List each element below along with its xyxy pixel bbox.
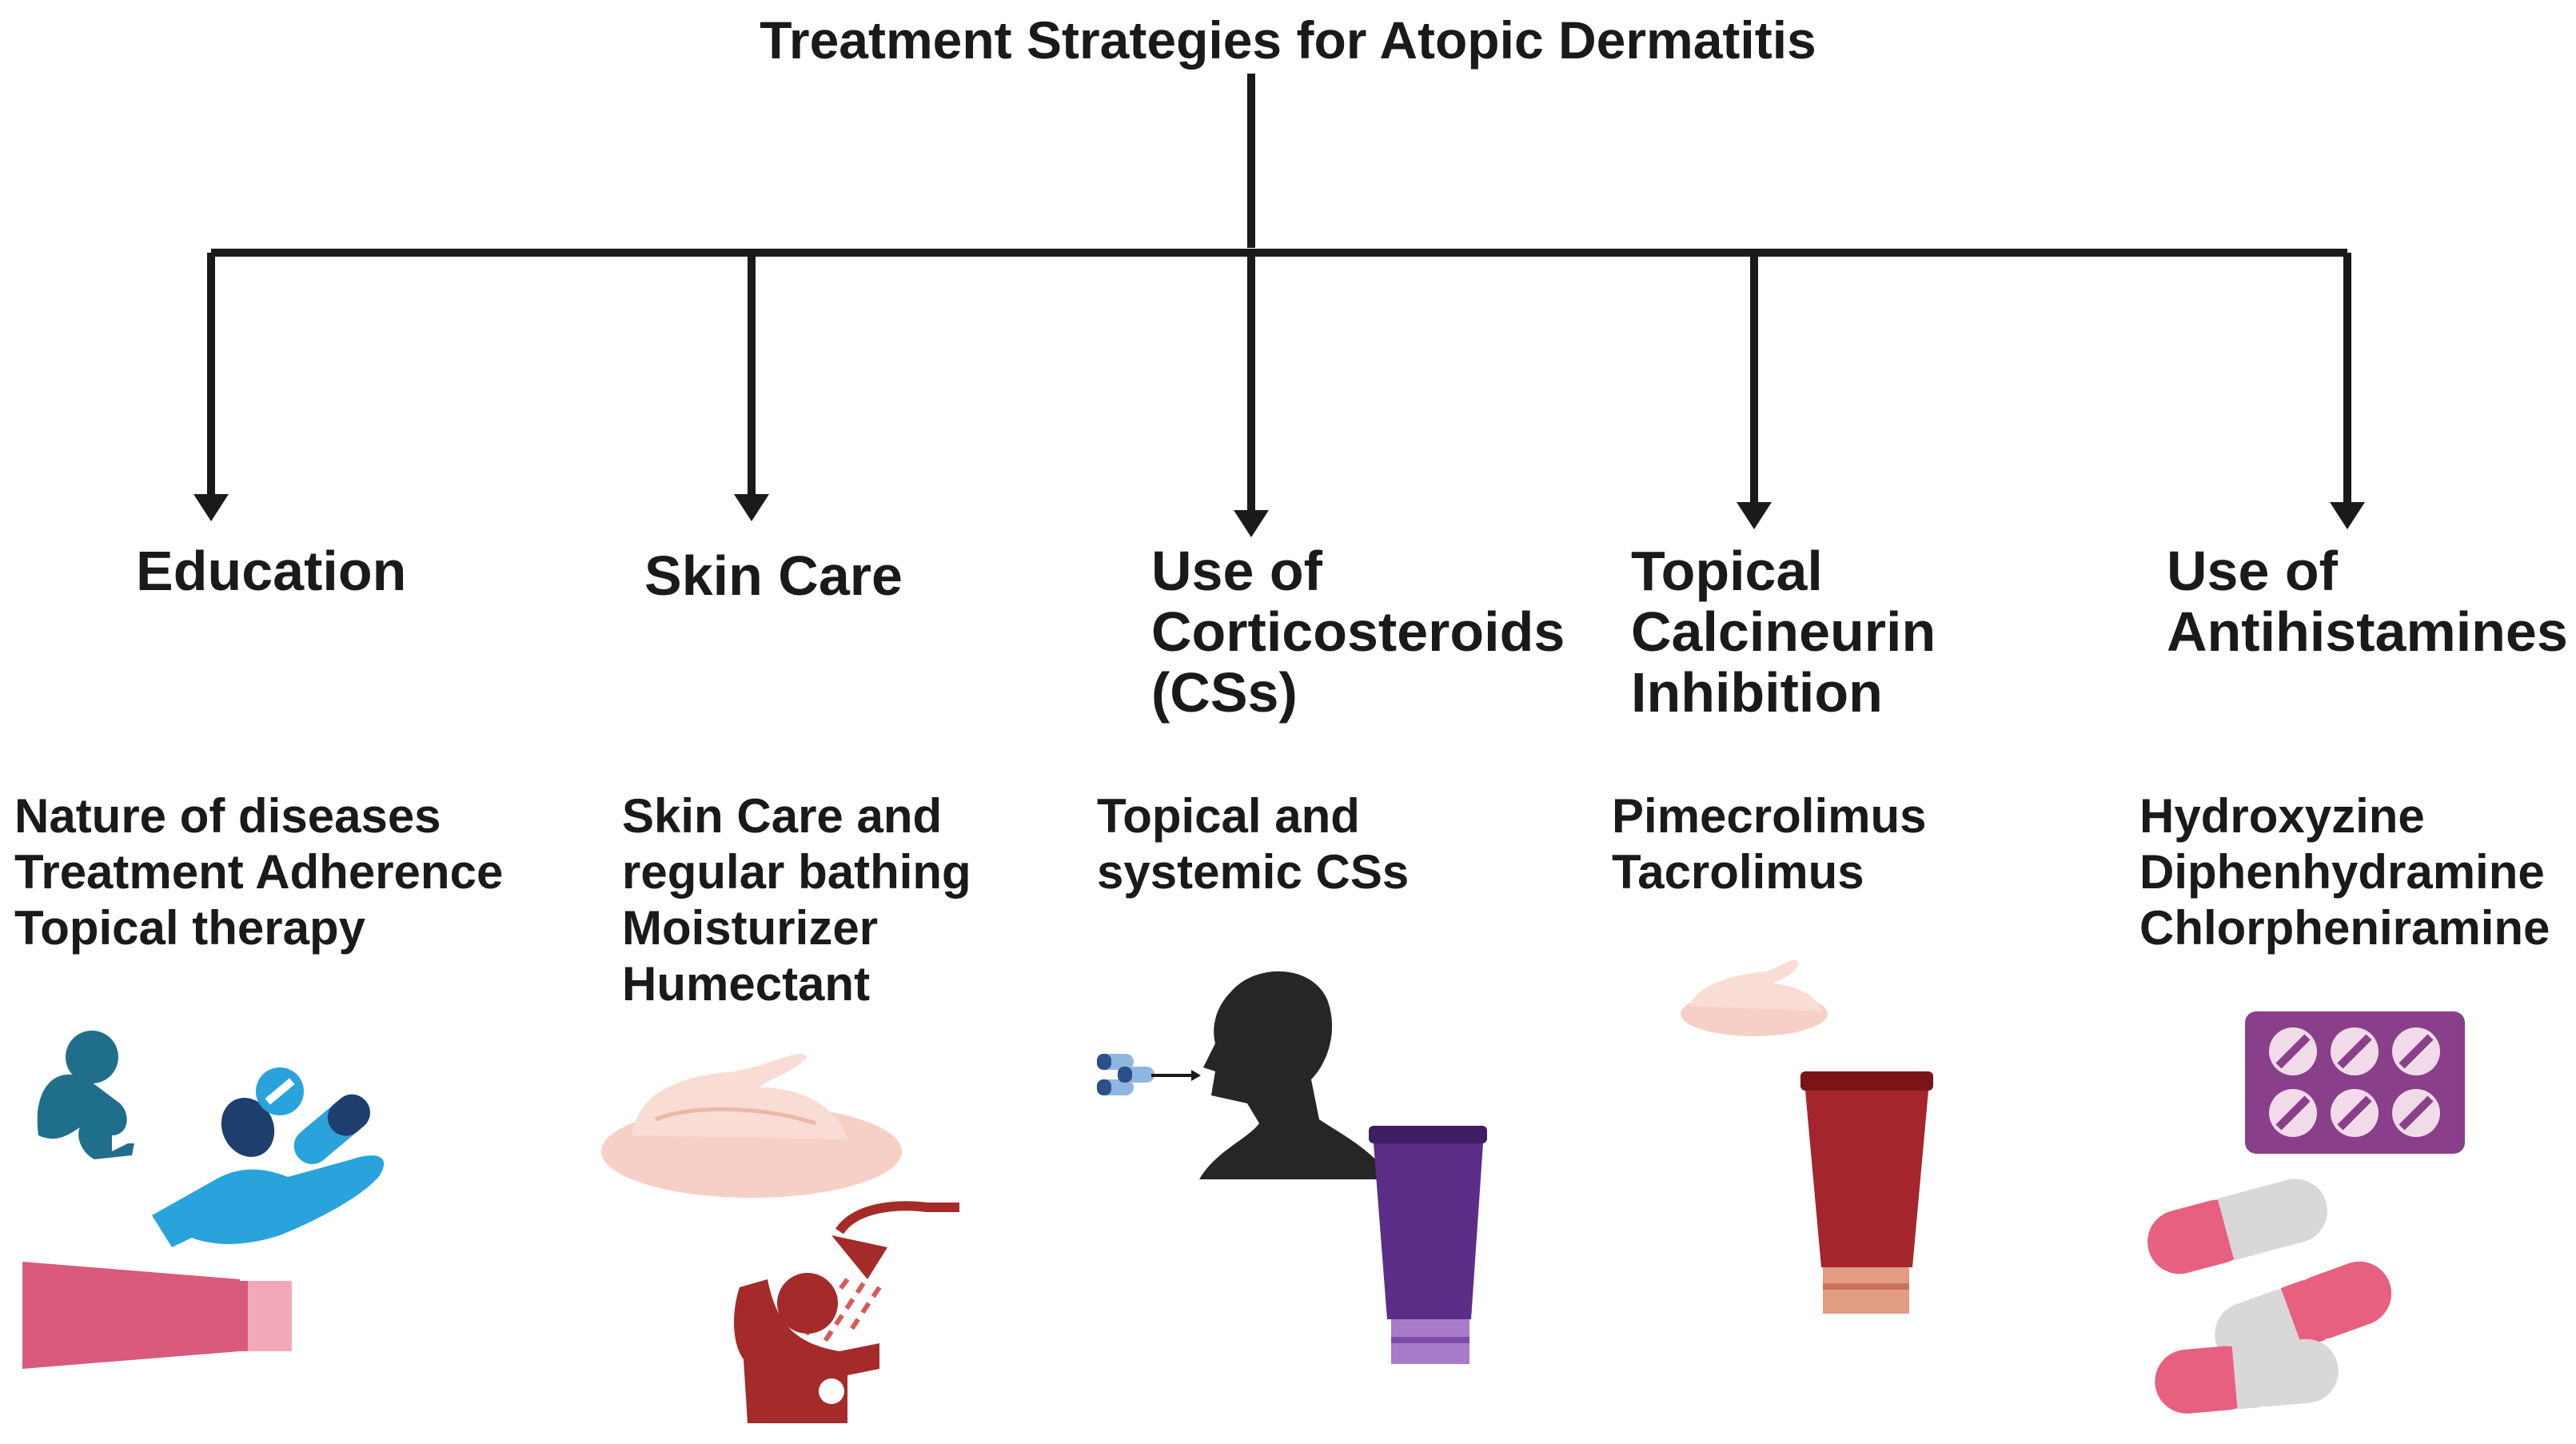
arrowhead-corticosteroids [1234, 510, 1269, 537]
arrowheads [193, 494, 2365, 537]
cream-dollop-icon [601, 1054, 902, 1198]
arrowhead-skin-care [734, 494, 769, 521]
cream-tube-icon [1369, 1126, 1487, 1364]
list-item: Skin Care and [622, 789, 943, 843]
heading-line: Calcineurin [1631, 600, 1936, 663]
arrowhead-calcineurin [1737, 502, 1772, 529]
capsule-icon [2147, 1179, 2392, 1414]
list-item: Hydroxyzine [2139, 789, 2425, 843]
heading-line: Use of [1151, 540, 1322, 602]
heading-line: Corticosteroids [1151, 600, 1565, 663]
diagram-title: Treatment Strategies for Atopic Dermatit… [760, 10, 1816, 70]
list-item: Nature of diseases [14, 789, 441, 843]
list-item: regular bathing [622, 845, 971, 899]
items-skin-care: Skin Care and regular bathing Moisturize… [622, 788, 971, 1012]
list-item: Chlorpheniramine [2139, 901, 2550, 955]
heading-line: Education [136, 540, 407, 602]
list-item: Tacrolimus [1612, 845, 1864, 899]
items-antihistamines: Hydroxyzine Diphenhydramine Chlorphenira… [2139, 788, 2550, 956]
branch-heading-skin-care: Skin Care [644, 545, 903, 606]
shower-icon [734, 1201, 959, 1423]
items-education: Nature of diseases Treatment Adherence T… [14, 788, 503, 956]
heading-line: Inhibition [1631, 661, 1883, 724]
arrowhead-education [193, 494, 229, 521]
branch-heading-calcineurin: Topical Calcineurin Inhibition [1631, 541, 1936, 723]
ointment-tube-red-icon [1800, 1071, 1933, 1314]
person-sitting-icon [37, 1031, 135, 1159]
heading-line: Topical [1631, 540, 1823, 602]
list-item: Topical and [1097, 789, 1360, 843]
cream-dollop-small-icon [1681, 959, 1828, 1036]
items-corticosteroids: Topical and systemic CSs [1097, 788, 1409, 900]
heading-line: (CSs) [1151, 661, 1298, 724]
ointment-tube-icon [22, 1262, 292, 1369]
items-calcineurin: Pimecrolimus Tacrolimus [1612, 788, 1927, 900]
branch-heading-corticosteroids: Use of Corticosteroids (CSs) [1151, 541, 1565, 723]
list-item: Humectant [622, 957, 871, 1011]
heading-line: Antihistamines [2167, 600, 2568, 663]
list-item: Topical therapy [14, 901, 365, 955]
person-swallowing-pills-icon [1097, 971, 1391, 1179]
branch-heading-antihistamines: Use of Antihistamines [2167, 541, 2568, 662]
connector-tree [207, 74, 2351, 512]
list-item: Pimecrolimus [1612, 789, 1927, 843]
list-item: Treatment Adherence [14, 845, 504, 899]
heading-line: Skin Care [644, 544, 903, 607]
pill-hand-icon [152, 1067, 385, 1247]
list-item: Moisturizer [622, 901, 879, 955]
arrowhead-antihistamines [2330, 502, 2365, 529]
heading-line: Use of [2167, 540, 2338, 602]
branch-heading-education: Education [136, 541, 406, 601]
list-item: systemic CSs [1097, 845, 1410, 899]
blister-pack-icon [2245, 1011, 2465, 1154]
list-item: Diphenhydramine [2139, 845, 2545, 899]
